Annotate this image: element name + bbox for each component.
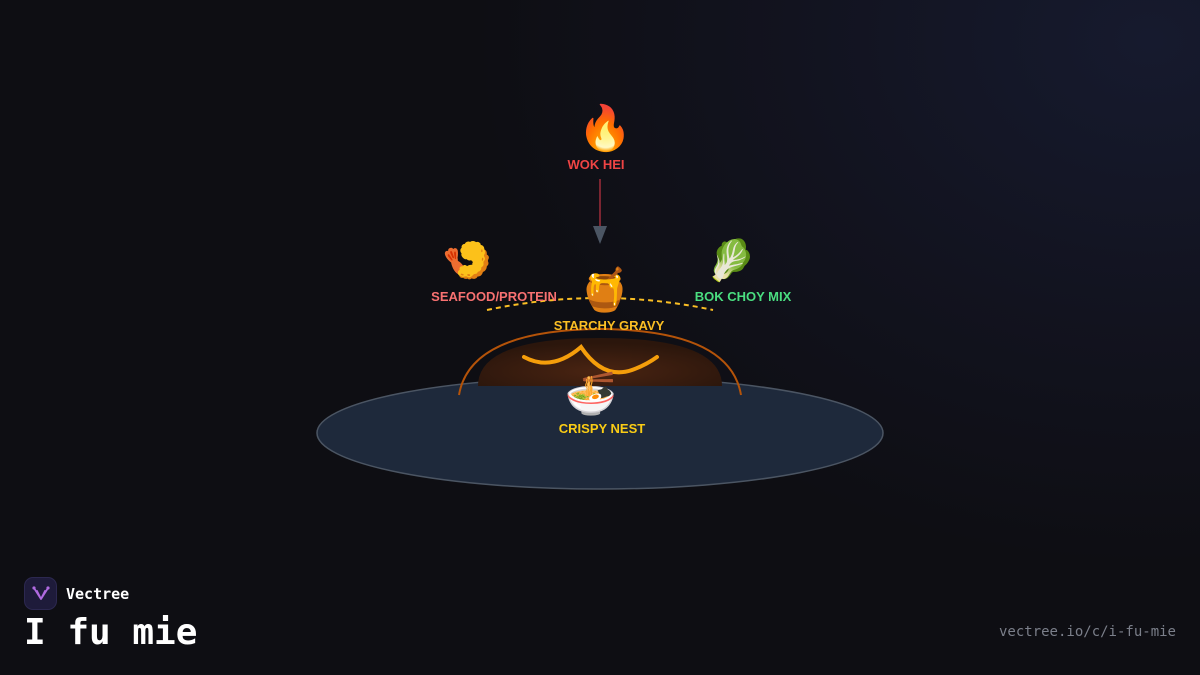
node-crispy-nest: 🍜 CRISPY NEST <box>559 369 646 436</box>
page-url[interactable]: vectree.io/c/i-fu-mie <box>998 624 1176 640</box>
node-label-seafood-protein: SEAFOOD/PROTEIN <box>431 289 557 304</box>
node-seafood-protein: 🍤 SEAFOOD/PROTEIN <box>431 238 557 304</box>
nest-dome <box>478 338 722 386</box>
node-label-crispy-nest: CRISPY NEST <box>559 421 646 436</box>
nest-rim <box>458 327 742 396</box>
honey-pot-icon: 🍯 <box>579 265 631 314</box>
node-label-starchy-gravy: STARCHY GRAVY <box>554 318 665 333</box>
brand-name[interactable]: Vectree <box>66 584 130 603</box>
heat-arrow-head <box>593 226 607 244</box>
page-title: I fu mie <box>24 612 198 653</box>
node-bok-choy-mix: 🥬 BOK CHOY MIX <box>695 237 792 304</box>
brand: Vectree <box>24 577 129 610</box>
brand-logo[interactable] <box>24 577 57 610</box>
gravy-arc <box>486 297 714 311</box>
node-label-bok-choy-mix: BOK CHOY MIX <box>695 289 792 304</box>
node-starchy-gravy: 🍯 STARCHY GRAVY <box>554 265 665 333</box>
node-label-wok-hei: WOK HEI <box>567 157 624 172</box>
tree-branch-icon <box>31 585 50 600</box>
noodle-bowl-icon: 🍜 <box>565 369 617 418</box>
noodle-strand <box>522 344 659 375</box>
fire-icon: 🔥 <box>578 103 633 154</box>
leafy-green-icon: 🥬 <box>706 237 756 284</box>
node-wok-hei: 🔥 WOK HEI <box>567 103 632 172</box>
fried-shrimp-icon: 🍤 <box>442 238 492 284</box>
